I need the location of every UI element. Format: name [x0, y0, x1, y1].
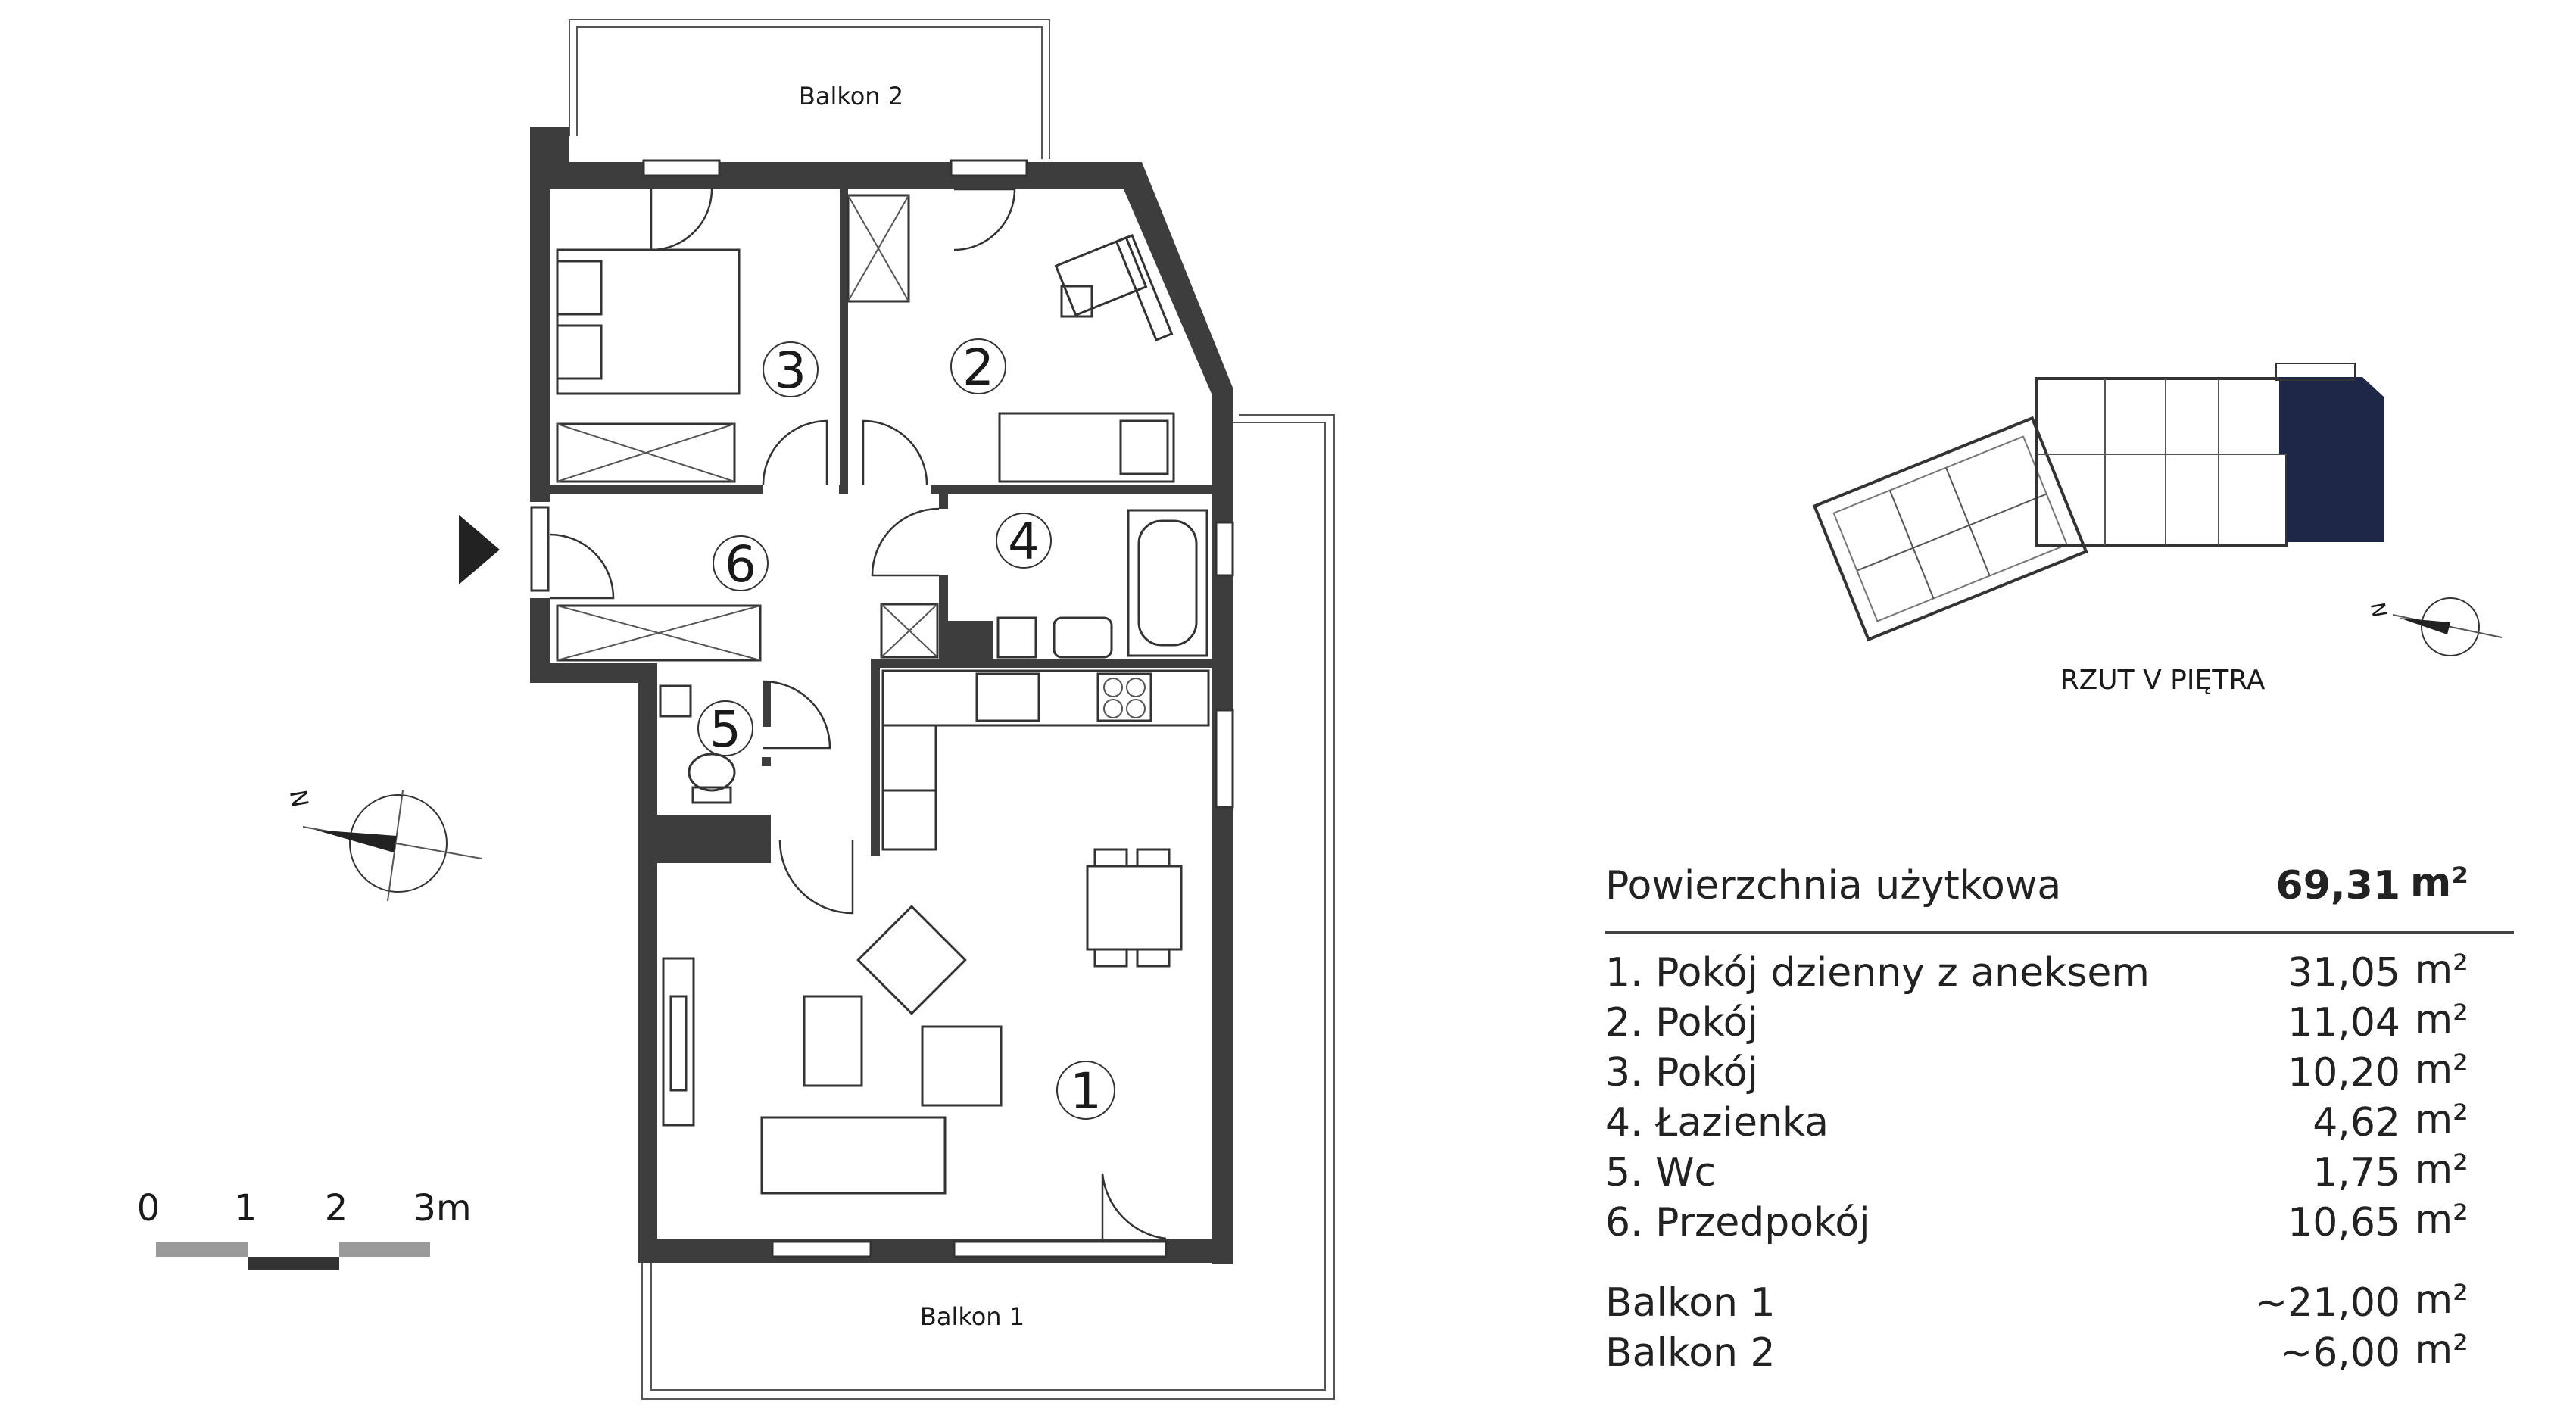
room-numbers: 3 2 4 6 5 1	[697, 338, 1115, 1121]
key-plan: N RZUT V PIĘTRA	[1812, 363, 2503, 696]
balcony-2: Balkon 2	[569, 19, 1050, 159]
room-name: 4. Łazienka	[1605, 1100, 1829, 1145]
balcony-1-label: Balkon 1	[920, 1302, 1024, 1331]
area-summary: Powierzchnia użytkowa 69,31 m² 1. Pokój …	[1605, 860, 2514, 1380]
exterior-walls	[530, 127, 1233, 1264]
room-unit: m²	[2414, 997, 2469, 1043]
room-area: 4,62	[2312, 1100, 2400, 1145]
room-unit: m²	[2414, 947, 2469, 993]
balcony-row: Balkon 2 ~6,00 m²	[1605, 1327, 2514, 1380]
room-name: 1. Pokój dzienny z aneksem	[1605, 950, 2150, 996]
room-unit: m²	[2414, 1047, 2469, 1093]
room-row: 2. Pokój 11,04 m²	[1605, 997, 2514, 1050]
room-area: 31,05	[2288, 950, 2400, 996]
scale-tick-2: 2	[325, 1187, 348, 1230]
room-number-6: 6	[725, 535, 756, 594]
room-area: 10,20	[2288, 1050, 2400, 1096]
room-name: 2. Pokój	[1605, 1000, 1758, 1046]
key-plan-highlighted-apartment	[2279, 377, 2384, 542]
room-row: 5. Wc 1,75 m²	[1605, 1147, 2514, 1200]
room-number-1: 1	[1070, 1062, 1102, 1121]
balcony-unit: m²	[2414, 1277, 2469, 1323]
room-area: 1,75	[2312, 1150, 2400, 1195]
balcony-name: Balkon 2	[1605, 1330, 1776, 1376]
room-row: 4. Łazienka 4,62 m²	[1605, 1097, 2514, 1150]
room-unit: m²	[2414, 1097, 2469, 1142]
spacer	[1605, 1250, 2514, 1280]
compass-north-label: N	[284, 788, 313, 809]
doors	[459, 188, 1167, 1240]
room-area: 11,04	[2288, 1000, 2400, 1046]
balcony-name: Balkon 1	[1605, 1280, 1776, 1326]
room-name: 6. Przedpokój	[1605, 1200, 1870, 1245]
total-area-label: Powierzchnia użytkowa	[1605, 863, 2062, 909]
compass: N	[284, 788, 482, 902]
room-area: 10,65	[2288, 1200, 2400, 1245]
scale-tick-3: 3m	[413, 1187, 471, 1230]
room-number-5: 5	[709, 700, 741, 759]
scale-bar: 0 1 2 3m	[137, 1187, 472, 1270]
scale-tick-1: 1	[234, 1187, 257, 1230]
total-area-row: Powierzchnia użytkowa 69,31 m²	[1605, 860, 2514, 934]
balcony-area: ~21,00	[2254, 1280, 2400, 1326]
room-row: 1. Pokój dzienny z aneksem 31,05 m²	[1605, 947, 2514, 1000]
furniture	[556, 194, 1210, 1195]
room-unit: m²	[2414, 1147, 2469, 1192]
balcony-2-label: Balkon 2	[799, 82, 903, 111]
room-row: 6. Przedpokój 10,65 m²	[1605, 1197, 2514, 1250]
room-name: 3. Pokój	[1605, 1050, 1758, 1096]
balcony-row: Balkon 1 ~21,00 m²	[1605, 1277, 2514, 1330]
interior-walls	[550, 189, 1213, 863]
room-number-2: 2	[962, 338, 994, 397]
key-plan-title: RZUT V PIĘTRA	[2060, 665, 2266, 696]
scale-tick-0: 0	[137, 1187, 161, 1230]
room-unit: m²	[2414, 1197, 2469, 1242]
room-name: 5. Wc	[1605, 1150, 1717, 1195]
total-area-unit: m²	[2410, 860, 2468, 905]
key-plan-wing-left	[1812, 416, 2088, 642]
room-row: 3. Pokój 10,20 m²	[1605, 1047, 2514, 1100]
balcony-area: ~6,00	[2279, 1330, 2400, 1376]
total-area-value: 69,31	[2275, 863, 2400, 909]
room-number-3: 3	[775, 341, 806, 400]
balcony-1: Balkon 1	[641, 414, 1335, 1400]
room-number-4: 4	[1008, 513, 1040, 571]
key-plan-north-label: N	[2365, 601, 2390, 619]
balcony-unit: m²	[2414, 1327, 2469, 1373]
